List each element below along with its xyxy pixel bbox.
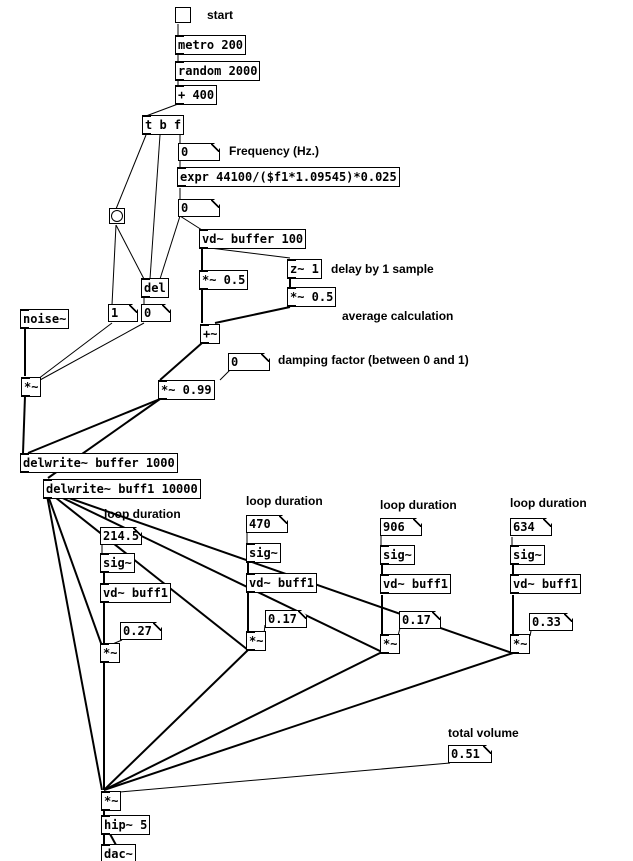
sig-object-2[interactable]: sig~ xyxy=(246,543,281,563)
add-signal-object[interactable]: +~ xyxy=(200,324,221,344)
start-toggle[interactable] xyxy=(175,7,191,23)
signal-cord xyxy=(159,342,203,381)
frequency-comment: Frequency (Hz.) xyxy=(229,144,320,158)
signal-cord xyxy=(103,651,383,791)
loop-duration-comment-3: loop duration xyxy=(380,498,457,512)
loop-duration-number-1[interactable]: 214.5 xyxy=(100,527,142,545)
delay-comment: delay by 1 sample xyxy=(331,262,434,276)
cord xyxy=(179,215,203,231)
multiply-damping-object[interactable]: *~ 0.99 xyxy=(158,380,215,400)
add-400-object[interactable]: + 400 xyxy=(175,85,218,105)
bang-circle xyxy=(111,210,123,222)
damping-number[interactable]: 0 xyxy=(228,353,270,371)
noise-object[interactable]: noise~ xyxy=(20,309,70,329)
signal-cord xyxy=(214,306,291,324)
multiply-half-a-object[interactable]: *~ 0.5 xyxy=(199,270,249,290)
hip-object[interactable]: hip~ 5 xyxy=(101,815,151,835)
vd-buff1-object-1[interactable]: vd~ buff1 xyxy=(100,583,172,603)
multiply-object-2[interactable]: *~ xyxy=(246,631,267,651)
signal-cord xyxy=(22,395,26,454)
cord xyxy=(111,224,117,306)
metro-object[interactable]: metro 200 xyxy=(175,35,247,55)
signal-cord xyxy=(45,489,103,791)
vd-buffer-object[interactable]: vd~ buffer 100 xyxy=(199,229,307,249)
del-object[interactable]: del xyxy=(141,278,169,298)
cord xyxy=(115,224,145,280)
loop-duration-comment-1: loop duration xyxy=(104,507,181,521)
gain-number-3[interactable]: 0.17 xyxy=(399,611,441,629)
message-zero[interactable]: 0 xyxy=(141,304,171,322)
delwrite-buffer-object[interactable]: delwrite~ buffer 1000 xyxy=(20,453,178,473)
multiply-object-4[interactable]: *~ xyxy=(510,634,531,654)
vd-buff1-object-2[interactable]: vd~ buff1 xyxy=(246,573,318,593)
multiply-object-1[interactable]: *~ xyxy=(100,643,121,663)
vd-buff1-object-3[interactable]: vd~ buff1 xyxy=(380,574,452,594)
damping-comment: damping factor (between 0 and 1) xyxy=(278,353,469,367)
gain-number-1[interactable]: 0.27 xyxy=(120,622,162,640)
multiply-total-object[interactable]: *~ xyxy=(101,791,122,811)
loop-duration-comment-4: loop duration xyxy=(510,496,587,510)
z1-object[interactable]: z~ 1 xyxy=(287,259,322,279)
delwrite-buff1-object[interactable]: delwrite~ buff1 10000 xyxy=(43,479,201,499)
signal-cord xyxy=(109,833,117,846)
total-volume-number[interactable]: 0.51 xyxy=(448,745,492,763)
frequency-number[interactable]: 0 xyxy=(178,143,220,161)
multiply-half-b-object[interactable]: *~ 0.5 xyxy=(287,287,337,307)
sig-object-4[interactable]: sig~ xyxy=(510,545,545,565)
dac-object[interactable]: dac~ xyxy=(101,844,136,861)
gain-number-2[interactable]: 0.17 xyxy=(265,610,307,628)
loop-duration-number-4[interactable]: 634 xyxy=(510,518,552,536)
cord xyxy=(145,103,179,117)
loop-duration-comment-2: loop duration xyxy=(246,494,323,508)
signal-cord xyxy=(103,649,249,791)
signal-cord xyxy=(27,398,161,454)
loop-duration-number-3[interactable]: 906 xyxy=(380,518,422,536)
cord xyxy=(39,322,145,381)
signal-cord xyxy=(103,652,514,791)
signal-cord xyxy=(45,489,249,651)
expr-object[interactable]: expr 44100/($f1*1.09545)*0.025 xyxy=(177,167,400,187)
signal-cord xyxy=(45,489,103,647)
expr-output-number[interactable]: 0 xyxy=(178,199,220,217)
sig-object-3[interactable]: sig~ xyxy=(380,545,415,565)
message-one[interactable]: 1 xyxy=(108,304,138,322)
bang-button[interactable] xyxy=(109,208,125,224)
cord xyxy=(219,369,231,381)
cord xyxy=(37,322,113,380)
start-label: start xyxy=(207,8,234,22)
random-object[interactable]: random 2000 xyxy=(175,61,261,81)
loop-duration-number-2[interactable]: 470 xyxy=(246,515,288,533)
average-comment: average calculation xyxy=(342,309,454,323)
cord xyxy=(119,762,451,793)
total-volume-comment: total volume xyxy=(448,726,519,740)
trigger-object[interactable]: t b f xyxy=(142,115,185,135)
vd-buff1-object-4[interactable]: vd~ buff1 xyxy=(510,574,582,594)
multiply-noise-object[interactable]: *~ xyxy=(21,377,42,397)
signal-cord xyxy=(45,489,383,653)
cord xyxy=(115,134,147,210)
sig-object-1[interactable]: sig~ xyxy=(100,553,135,573)
multiply-object-3[interactable]: *~ xyxy=(380,634,401,654)
gain-number-4[interactable]: 0.33 xyxy=(529,613,573,631)
cord xyxy=(149,134,161,280)
cord xyxy=(159,215,181,280)
